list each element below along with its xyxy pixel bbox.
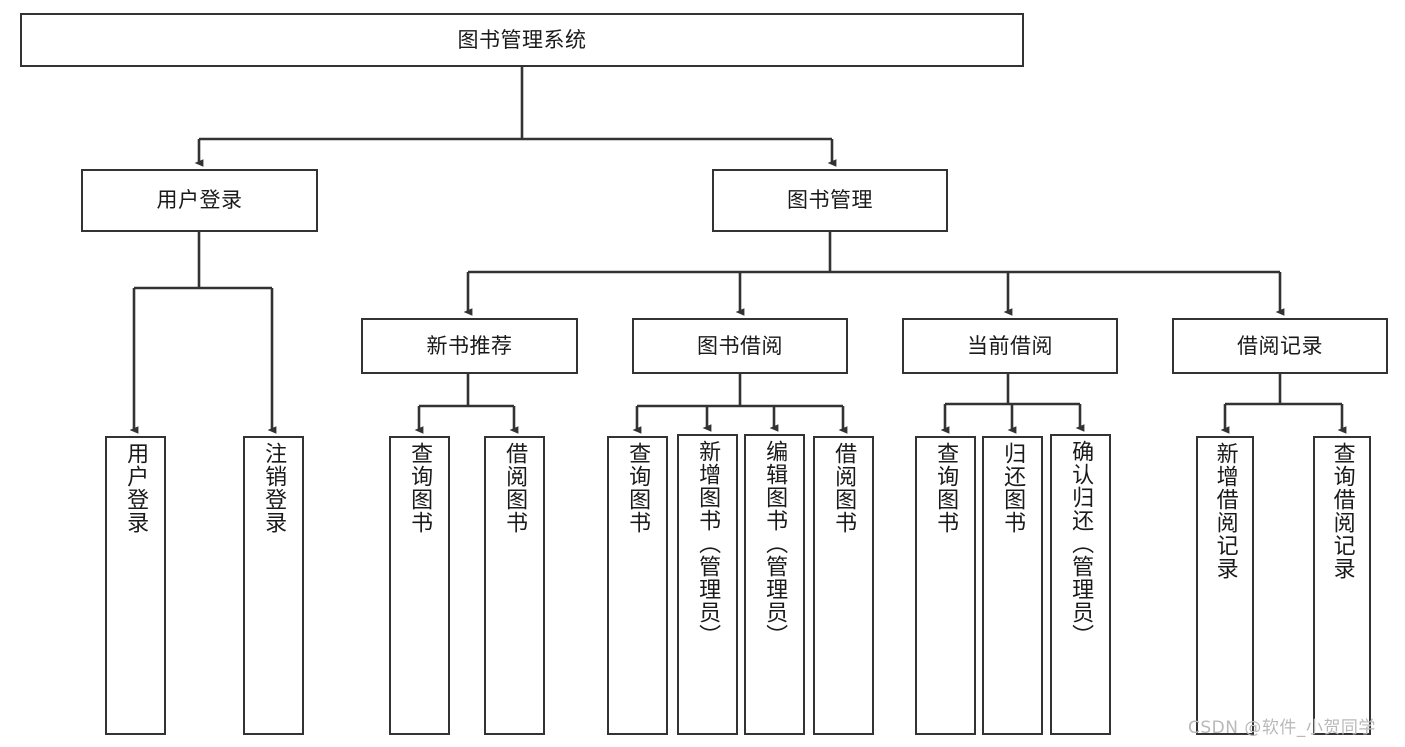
node-book-manage-label: 图书管理 (787, 188, 873, 213)
node-leaf-query-book-cb[interactable]: 查询图书 (915, 436, 976, 735)
node-leaf-return-book[interactable]: 归还图书 (982, 436, 1043, 735)
node-leaf-borrow-book-bb-label: 借阅图书 (831, 442, 857, 534)
node-leaf-logout[interactable]: 注销登录 (243, 436, 304, 735)
node-current-borrow-label: 当前借阅 (967, 333, 1053, 358)
node-leaf-confirm-return-label: 确认归还（管理员） (1068, 440, 1094, 647)
node-leaf-query-book-bb[interactable]: 查询图书 (607, 436, 668, 735)
node-leaf-return-book-label: 归还图书 (1000, 442, 1026, 534)
node-leaf-add-book-label: 新增图书（管理员） (695, 440, 721, 647)
node-leaf-borrow-book-bb[interactable]: 借阅图书 (813, 436, 874, 735)
node-leaf-edit-book-label: 编辑图书（管理员） (762, 440, 788, 647)
node-book-manage[interactable]: 图书管理 (712, 169, 948, 232)
node-leaf-logout-label: 注销登录 (261, 442, 287, 534)
node-new-book-rec-label: 新书推荐 (426, 333, 513, 358)
node-user-login-label: 用户登录 (156, 188, 243, 213)
node-book-borrow[interactable]: 图书借阅 (632, 318, 848, 374)
node-borrow-record-label: 借阅记录 (1237, 333, 1323, 358)
node-leaf-add-book[interactable]: 新增图书（管理员） (677, 434, 738, 735)
node-leaf-confirm-return[interactable]: 确认归还（管理员） (1050, 434, 1111, 735)
node-leaf-user-login-label: 用户登录 (123, 442, 149, 534)
node-current-borrow[interactable]: 当前借阅 (902, 318, 1118, 374)
node-leaf-query-book-rec-label: 查询图书 (407, 442, 433, 534)
node-leaf-query-book-cb-label: 查询图书 (933, 442, 959, 534)
node-root-label: 图书管理系统 (457, 27, 587, 52)
node-leaf-edit-book[interactable]: 编辑图书（管理员） (744, 434, 805, 735)
node-leaf-add-record[interactable]: 新增借阅记录 (1196, 436, 1254, 735)
node-leaf-query-book-bb-label: 查询图书 (625, 442, 651, 534)
node-user-login[interactable]: 用户登录 (81, 169, 318, 232)
node-leaf-add-record-label: 新增借阅记录 (1212, 442, 1238, 580)
node-leaf-borrow-book-rec[interactable]: 借阅图书 (484, 436, 545, 735)
node-leaf-user-login[interactable]: 用户登录 (105, 436, 166, 735)
node-leaf-query-record-label: 查询借阅记录 (1329, 442, 1355, 580)
node-root[interactable]: 图书管理系统 (20, 13, 1024, 67)
node-leaf-query-record[interactable]: 查询借阅记录 (1313, 436, 1371, 735)
node-new-book-rec[interactable]: 新书推荐 (361, 318, 578, 374)
node-book-borrow-label: 图书借阅 (697, 333, 783, 358)
node-leaf-borrow-book-rec-label: 借阅图书 (502, 442, 528, 534)
node-borrow-record[interactable]: 借阅记录 (1172, 318, 1388, 374)
node-leaf-query-book-rec[interactable]: 查询图书 (389, 436, 450, 735)
